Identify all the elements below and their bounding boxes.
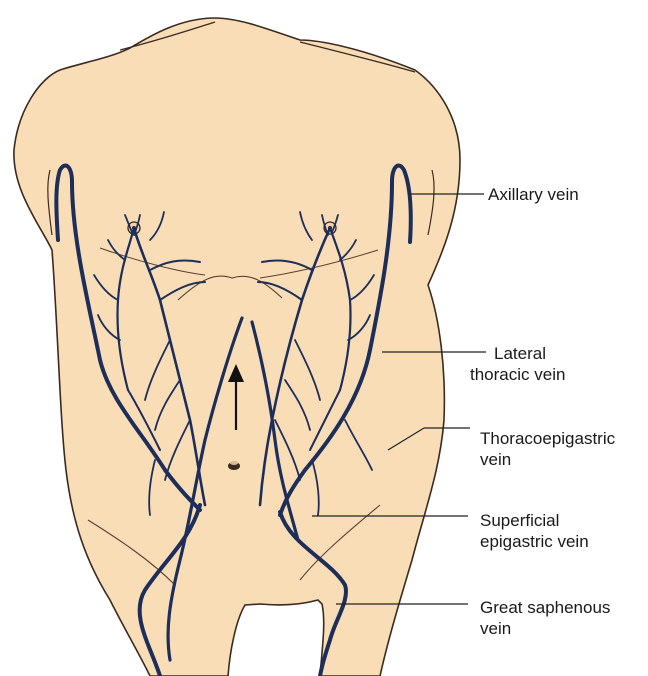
label-lateral-thoracic-vein: Lateral thoracic vein bbox=[494, 343, 565, 385]
label-superficial-epigastric-vein: Superficial epigastric vein bbox=[480, 510, 589, 552]
label-great-saphenous-vein: Great saphenous vein bbox=[480, 597, 610, 639]
label-thoracoepigastric-vein: Thoracoepigastric vein bbox=[480, 428, 615, 470]
torso-outline bbox=[14, 18, 460, 676]
label-axillary-vein: Axillary vein bbox=[488, 184, 579, 205]
